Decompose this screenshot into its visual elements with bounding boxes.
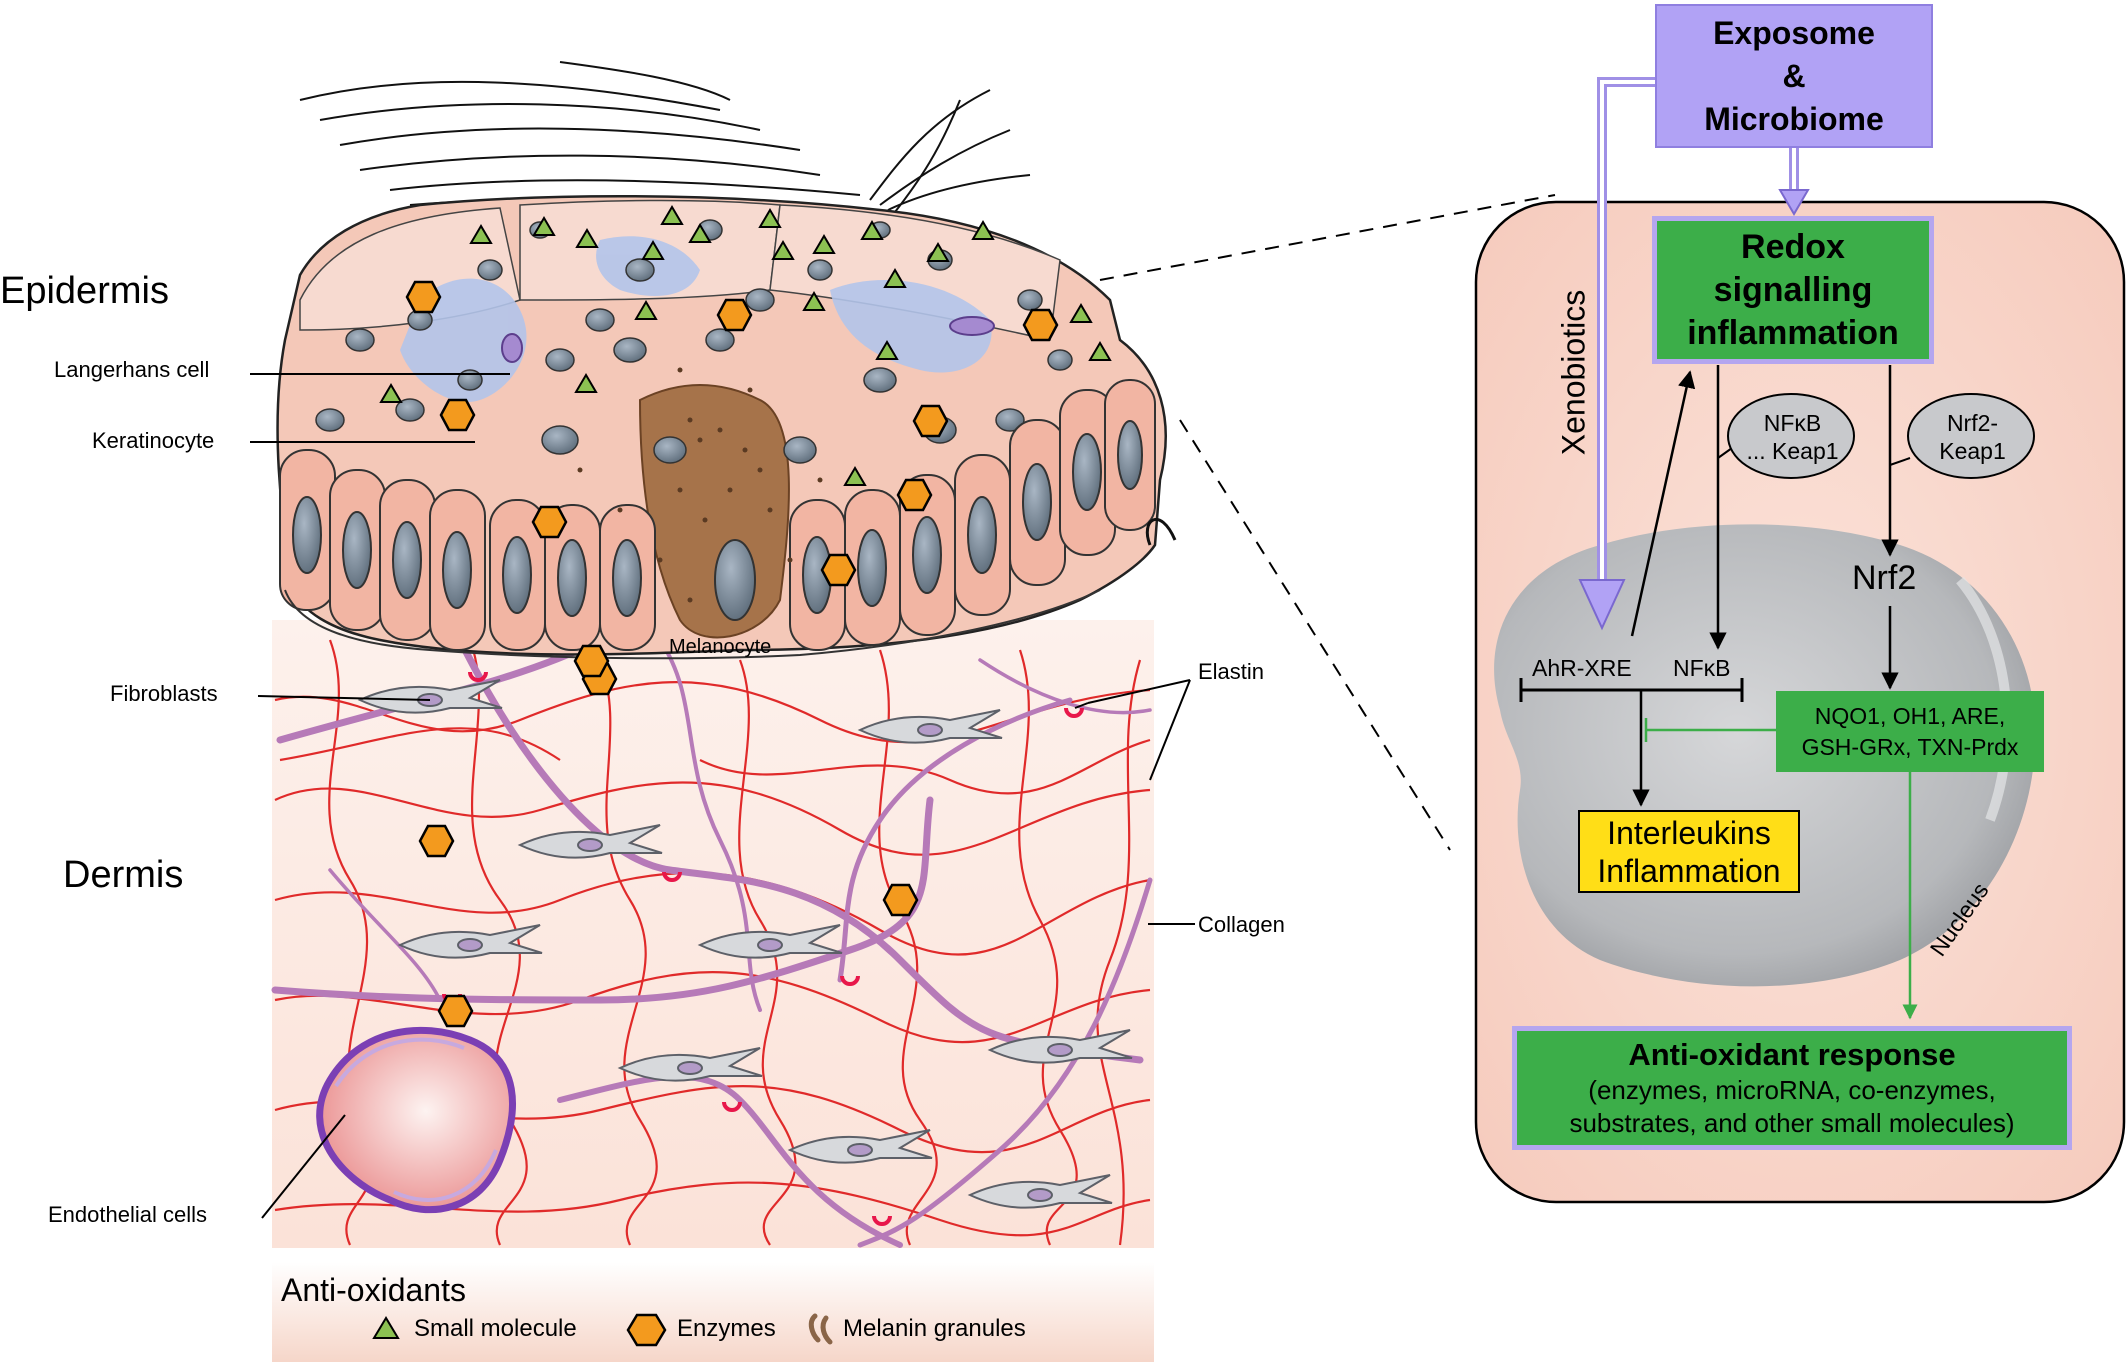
exposome-line-2: & [1782, 57, 1806, 94]
targets-line-1: NQO1, OH1, ARE, [1814, 702, 2006, 729]
nfkb-label: NFκB [1673, 655, 1731, 681]
langerhans-cells [400, 236, 992, 402]
nfkb-keap-line-1: NFκB [1763, 410, 1822, 436]
nfkb-keap-label: NFκB ... Keap1 [1730, 398, 1855, 476]
xenobiotics-label: Xenobiotics [1555, 289, 1592, 456]
nrf2-keap-complex [1907, 393, 2035, 479]
redox-line-2: signalling [1713, 270, 1873, 309]
endothelial-label: Endothelial cells [48, 1202, 207, 1227]
interleukins-line-2: Inflammation [1597, 852, 1781, 889]
label-leader-lines [250, 373, 1195, 1219]
dermis-enzymes [418, 662, 919, 1028]
exposome-box: Exposome & Microbiome [1655, 4, 1933, 148]
nrf2-keap-link [1889, 457, 1911, 466]
nrf2-keap-label: Nrf2- Keap1 [1910, 398, 2035, 476]
nrf2-keap-line-2: Keap1 [1939, 438, 2006, 464]
nrf2-label: Nrf2 [1852, 559, 1917, 597]
elastin-label: Elastin [1198, 659, 1265, 684]
epidermis-upper-nuclei [315, 219, 1073, 464]
fibroblasts [357, 679, 1133, 1209]
interleukins-line-1: Interleukins [1607, 814, 1771, 851]
nfkb-keap-link [1717, 447, 1733, 459]
nfkb-keap-line-2: ... Keap1 [1746, 438, 1839, 464]
zoom-lines [1099, 194, 1556, 851]
legend-melanin: Melanin granules [843, 1315, 1026, 1342]
fibroblasts-label: Fibroblasts [110, 681, 218, 706]
langerhans-nucleus [501, 333, 523, 363]
legend-background [272, 1262, 1154, 1362]
small-molecule-markers [379, 205, 1112, 486]
melanocyte-label: Melanocyte [669, 636, 772, 658]
legend-title: Anti-oxidants [281, 1272, 466, 1308]
legend-hexagon-icon [626, 1313, 667, 1347]
exposome-line-3: Microbiome [1704, 100, 1884, 137]
collagen-label: Collagen [1198, 912, 1285, 937]
epidermis-enzymes [405, 280, 1059, 678]
dermis-label: Dermis [63, 854, 184, 896]
ahr-to-redox-arrow [1630, 370, 1696, 637]
antioxidant-title: Anti-oxidant response [1628, 1037, 1956, 1072]
keratinocyte-label: Keratinocyte [92, 428, 215, 453]
targets-line-2: GSH-GRx, TXN-Prdx [1801, 733, 2019, 760]
epidermis-label: Epidermis [0, 270, 169, 312]
antioxidant-sub-2: substrates, and other small molecules) [1569, 1108, 2015, 1138]
legend-triangle-icon [372, 1316, 400, 1339]
langerhans-label: Langerhans cell [54, 357, 210, 382]
redox-line-1: Redox [1741, 227, 1845, 266]
interleukins-box: Interleukins Inflammation [1578, 810, 1800, 893]
exposome-line-1: Exposome [1713, 14, 1875, 51]
basal-cells [279, 379, 1156, 651]
nrf2-keap-line-1: Nrf2- [1946, 410, 1999, 436]
langerhans-nucleus [949, 316, 995, 336]
legend-melanin-icon [808, 1313, 833, 1345]
antioxidant-sub-1: (enzymes, microRNA, co-enzymes, [1588, 1075, 1996, 1105]
melanin-granules [577, 367, 823, 603]
nrf2-targets-box: NQO1, OH1, ARE, GSH-GRx, TXN-Prdx [1776, 691, 2044, 772]
nfkb-keap-complex [1727, 393, 1855, 479]
redox-box: Redox signalling inflammation [1652, 216, 1934, 364]
blood-vessel [316, 1026, 516, 1214]
legend-small-molecule: Small molecule [414, 1315, 577, 1342]
ahr-xre-label: AhR-XRE [1532, 655, 1632, 681]
antioxidant-response-box: Anti-oxidant response (enzymes, microRNA… [1512, 1026, 2072, 1150]
redox-line-3: inflammation [1687, 313, 1899, 352]
legend-enzymes: Enzymes [677, 1315, 776, 1342]
